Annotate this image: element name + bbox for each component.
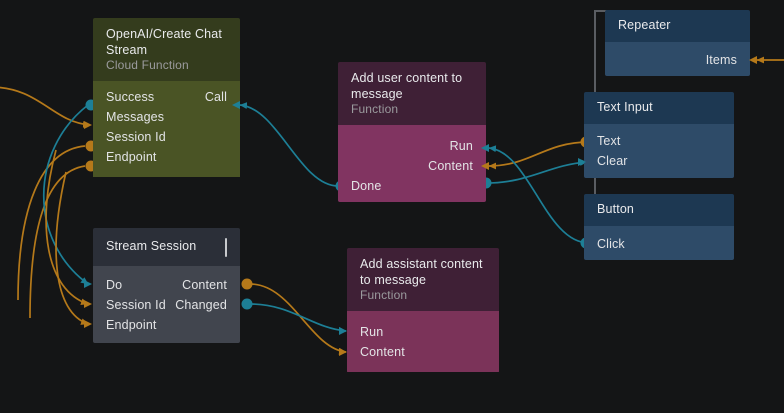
arrow-messages-in [84, 121, 92, 129]
node-add-assistant-content-to-message[interactable]: Add assistant content to message Functio… [347, 248, 499, 373]
port-row-clear[interactable]: Clear [584, 151, 734, 171]
node-body: Text Clear [584, 124, 734, 178]
port-row-click[interactable]: Click [584, 234, 734, 254]
wire-click-to-run [488, 145, 590, 244]
wire-loop-to-stream-session-id [45, 149, 89, 306]
node-body: Do Content Session Id Changed Endpoint [93, 266, 240, 343]
wire-offscreen-to-endpoint [29, 165, 86, 319]
node-button[interactable]: Button Click [584, 194, 734, 260]
node-body: Items [605, 42, 750, 76]
port-row-sessionid-changed[interactable]: Session Id Changed [93, 295, 240, 315]
port-dot-stream-changed [241, 298, 253, 310]
arrow-assistant-run-in [339, 327, 347, 335]
port-row-text[interactable]: Text [584, 131, 734, 151]
arrow-assistant-content-in [339, 348, 347, 356]
arrow-stream-endpoint-in [84, 320, 92, 328]
port-row-success-call[interactable]: Success Call [93, 87, 240, 107]
port-row-assistant-run[interactable]: Run [347, 322, 499, 342]
node-add-user-content-to-message[interactable]: Add user content to message Function Run… [338, 62, 486, 202]
port-label-stream-content[interactable]: Content [182, 278, 227, 292]
port-label-changed[interactable]: Changed [175, 298, 227, 312]
port-label-done[interactable]: Done [351, 179, 382, 193]
node-subtitle: Function [360, 288, 408, 302]
arrow-stream-sessionid-in [84, 300, 92, 308]
port-label-stream-endpoint[interactable]: Endpoint [106, 318, 157, 332]
node-header[interactable]: Add user content to message Function [338, 62, 486, 125]
port-row-run[interactable]: Run [338, 136, 486, 156]
port-row-endpoint[interactable]: Endpoint [93, 147, 240, 167]
wire-stream-changed-to-assistant-run [249, 303, 347, 334]
port-label-content[interactable]: Content [428, 159, 473, 173]
wire-loop-to-stream-endpoint [55, 171, 89, 325]
port-label-do[interactable]: Do [106, 278, 123, 292]
port-row-content[interactable]: Content [338, 156, 486, 176]
port-row-stream-endpoint[interactable]: Endpoint [93, 315, 240, 335]
node-body: Click [584, 226, 734, 260]
port-label-session-id[interactable]: Session Id [106, 130, 166, 144]
node-title: Button [597, 202, 635, 217]
wire-done-to-call [239, 102, 339, 187]
node-title: Text Input [597, 100, 653, 115]
node-subtitle: Cloud Function [106, 58, 189, 72]
port-row-do-content[interactable]: Do Content [93, 275, 240, 295]
node-header[interactable]: Text Input [584, 92, 734, 124]
node-header[interactable]: OpenAI/Create Chat Stream Cloud Function [93, 18, 240, 81]
port-label-run[interactable]: Run [449, 139, 473, 153]
node-body: Run Content [347, 311, 499, 372]
port-row-assistant-content[interactable]: Content [347, 342, 499, 362]
wire-success-to-do [42, 104, 89, 285]
diamond-icon [225, 237, 227, 257]
node-header[interactable]: Repeater [605, 10, 750, 42]
arrow-items-out [749, 56, 757, 64]
node-header[interactable]: Stream Session [93, 228, 240, 266]
node-body: Success Call Messages Session Id Endpoin… [93, 81, 240, 177]
wire-content-dot-to-clear [485, 159, 588, 184]
port-label-assistant-run[interactable]: Run [360, 325, 384, 339]
node-title: Add user content to message [351, 71, 463, 101]
node-body: Run Content Done [338, 125, 486, 202]
arrow-do-in [84, 280, 92, 288]
node-text-input[interactable]: Text Input Text Clear [584, 92, 734, 178]
port-label-call[interactable]: Call [204, 90, 227, 104]
wire-stream-content-to-assistant-content [249, 283, 347, 355]
port-label-items[interactable]: Items [705, 53, 737, 67]
port-dot-stream-content [241, 278, 253, 290]
node-openai-create-chat-stream[interactable]: OpenAI/Create Chat Stream Cloud Function… [93, 18, 240, 184]
wire-offscreen-to-session-id [17, 145, 86, 301]
wire-offscreen-to-messages [0, 86, 91, 128]
node-title: Add assistant content to message [360, 257, 483, 287]
node-repeater[interactable]: Repeater Items [605, 10, 750, 76]
node-header[interactable]: Button [584, 194, 734, 226]
node-title: Repeater [618, 18, 671, 33]
wire-text-to-add-user-content [488, 141, 590, 170]
node-stream-session[interactable]: Stream Session Do Content Session Id Cha… [93, 228, 240, 343]
node-title: OpenAI/Create Chat Stream [106, 27, 222, 57]
node-subtitle: Function [351, 102, 399, 116]
node-title: Stream Session [106, 239, 197, 254]
port-row-items[interactable]: Items [605, 50, 750, 70]
port-label-clear[interactable]: Clear [597, 154, 628, 168]
port-label-stream-session-id[interactable]: Session Id [106, 298, 166, 312]
port-row-messages[interactable]: Messages [93, 107, 240, 127]
port-label-messages[interactable]: Messages [106, 110, 165, 124]
port-label-endpoint[interactable]: Endpoint [106, 150, 157, 164]
port-label-text[interactable]: Text [597, 134, 621, 148]
port-label-success[interactable]: Success [106, 90, 155, 104]
port-row-done[interactable]: Done [338, 176, 486, 196]
port-label-click[interactable]: Click [597, 237, 625, 251]
port-row-session-id[interactable]: Session Id [93, 127, 240, 147]
node-header[interactable]: Add assistant content to message Functio… [347, 248, 499, 311]
port-label-assistant-content[interactable]: Content [360, 345, 405, 359]
